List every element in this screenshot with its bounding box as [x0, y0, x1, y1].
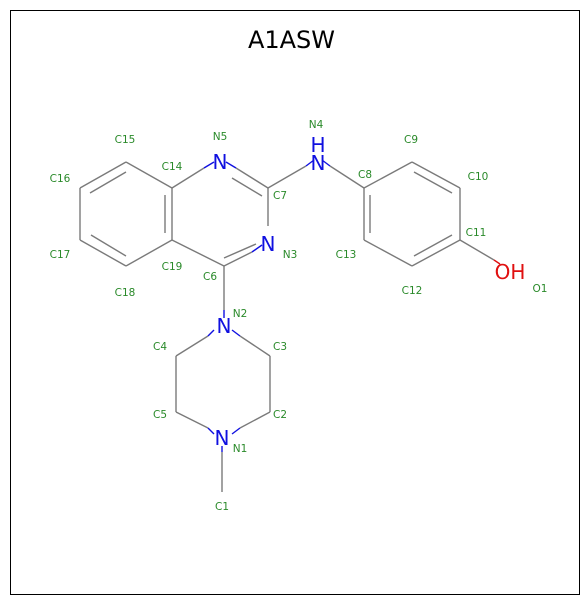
- bond-line: [363, 161, 413, 189]
- molecule-title: A1ASW: [247, 26, 336, 54]
- atom-label-n2: N2: [233, 308, 248, 320]
- bond-line: [223, 243, 257, 259]
- atom-label-c2: C2: [273, 409, 287, 421]
- atom-label-c9: C9: [404, 134, 418, 146]
- bond-line: [223, 251, 253, 267]
- bond-line: [90, 234, 127, 257]
- bond-line: [239, 335, 271, 357]
- bond-line: [411, 161, 461, 189]
- atom-label-n5: N5: [213, 131, 228, 143]
- atom-label-c12: C12: [402, 285, 423, 297]
- atom-label-c3: C3: [273, 341, 287, 353]
- atom-label-c5: C5: [153, 409, 167, 421]
- atom-label-n3: N3: [283, 249, 298, 261]
- bond-line: [79, 161, 127, 189]
- bond-heteroatom-segment: [207, 329, 215, 337]
- atom-label-c11: C11: [466, 227, 487, 239]
- bond-line: [235, 167, 269, 189]
- bond-heteroatom-segment: [231, 427, 241, 435]
- heteroatom-n2: N: [217, 314, 232, 338]
- bond-line: [411, 239, 461, 267]
- bond-line: [175, 335, 209, 357]
- bond-heteroatom-segment: [251, 244, 263, 253]
- heteroatom-n4: N: [311, 151, 326, 175]
- atom-label-c14: C14: [162, 161, 183, 173]
- atom-label-c19: C19: [162, 261, 183, 273]
- bond-line: [231, 177, 263, 197]
- bond-heteroatom-segment: [203, 161, 215, 169]
- diagram-frame: [10, 10, 580, 595]
- atom-label-n4: N4: [309, 119, 324, 131]
- bond-line: [89, 171, 127, 194]
- bond-line: [363, 239, 413, 267]
- atom-label-c13: C13: [336, 249, 357, 261]
- atom-label-c1: C1: [215, 501, 229, 513]
- bond-heteroatom-segment: [305, 159, 315, 167]
- bond-line: [79, 239, 127, 267]
- bond-line: [413, 234, 453, 257]
- bond-line: [459, 239, 495, 261]
- bond-line: [413, 171, 453, 194]
- bond-line: [171, 239, 225, 267]
- bond-line: [175, 411, 209, 429]
- bond-line: [171, 167, 205, 189]
- atom-label-c4: C4: [153, 341, 167, 353]
- atom-label-c17: C17: [50, 249, 71, 261]
- bond-line: [267, 165, 307, 189]
- atom-label-n1: N1: [233, 443, 248, 455]
- bond-heteroatom-segment: [321, 159, 331, 167]
- bond-heteroatom-segment: [231, 329, 241, 337]
- atom-label-c10: C10: [468, 171, 489, 183]
- bonds-group: [79, 159, 501, 492]
- atom-label-c8: C8: [358, 169, 372, 181]
- bond-line: [125, 239, 173, 267]
- atom-label-c7: C7: [273, 190, 287, 202]
- bond-line: [239, 411, 271, 429]
- bond-heteroatom-segment: [493, 259, 501, 265]
- bond-heteroatom-segment: [225, 161, 237, 169]
- atom-label-c18: C18: [115, 287, 136, 299]
- bond-line: [125, 161, 173, 189]
- heteroatom-n5: N: [213, 150, 228, 174]
- heteroatom-n4h: H: [310, 133, 325, 157]
- heteroatom-o1: OH: [495, 260, 526, 284]
- heteroatom-n1: N: [215, 426, 230, 450]
- atom-label-c6: C6: [203, 271, 217, 283]
- atom-label-o1: O1: [533, 283, 548, 295]
- bond-heteroatom-segment: [207, 427, 215, 435]
- bond-line: [329, 165, 365, 189]
- atom-label-c16: C16: [50, 173, 71, 185]
- atom-label-c15: C15: [115, 134, 136, 146]
- heteroatom-n3: N: [261, 232, 276, 256]
